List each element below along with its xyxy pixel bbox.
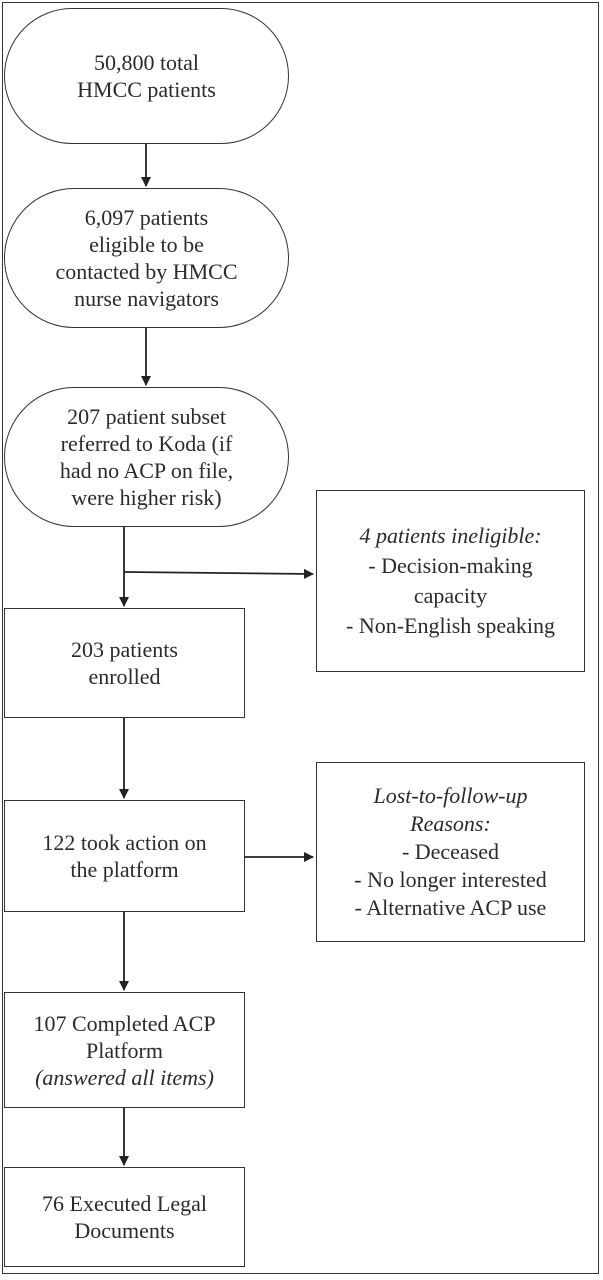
node-text-line: 203 patients (71, 637, 178, 662)
lost-reason: - Alternative ACP use (354, 895, 547, 920)
node-executed-documents: 76 Executed Legal Documents (4, 1167, 245, 1267)
lost-title: Lost-to-follow-up (373, 783, 528, 808)
ineligible-reason: - Decision-making (368, 553, 533, 578)
node-referred-subset: 207 patient subset referred to Koda (if … (4, 387, 289, 527)
lost-reason: - No longer interested (354, 867, 547, 892)
node-note: (answered all items) (35, 1064, 214, 1090)
node-text-line: enrolled (88, 664, 161, 689)
node-total-patients: 50,800 total HMCC patients (4, 8, 289, 144)
node-text-line: were higher risk) (71, 485, 222, 510)
node-text-line: 50,800 total (93, 50, 200, 75)
ineligible-reason: - Non-English speaking (346, 613, 555, 638)
node-text-line: Documents (74, 1218, 175, 1243)
node-text-line: contacted by HMCC (55, 259, 238, 284)
node-eligible-patients: 6,097 patients eligible to be contacted … (4, 188, 289, 328)
node-text-line: 6,097 patients (84, 205, 209, 230)
node-text-line: the platform (70, 857, 179, 882)
node-text-line: 122 took action on (42, 830, 207, 855)
node-text-line: had no ACP on file, (59, 458, 234, 483)
node-completed-platform: 107 Completed ACP Platform (answered all… (4, 992, 245, 1108)
node-ineligible: 4 patients ineligible: - Decision-making… (316, 490, 585, 672)
node-text-line: 107 Completed ACP (33, 1010, 216, 1036)
node-text-line: HMCC patients (77, 77, 216, 102)
node-text-line: referred to Koda (if (60, 431, 233, 456)
node-text-line: eligible to be (89, 232, 204, 257)
ineligible-reason: capacity (413, 583, 488, 608)
node-lost-to-follow-up: Lost-to-follow-up Reasons: - Deceased - … (316, 762, 585, 942)
lost-title: Reasons: (410, 811, 491, 836)
ineligible-title: 4 patients ineligible: (359, 523, 542, 548)
node-text-line: nurse navigators (74, 286, 219, 311)
node-text-line: Platform (86, 1037, 163, 1063)
node-took-action: 122 took action on the platform (4, 800, 245, 912)
lost-reason: - Deceased (401, 839, 500, 864)
node-text-line: 207 patient subset (67, 404, 226, 429)
node-enrolled: 203 patients enrolled (4, 608, 245, 718)
node-text-line: 76 Executed Legal (42, 1191, 207, 1216)
